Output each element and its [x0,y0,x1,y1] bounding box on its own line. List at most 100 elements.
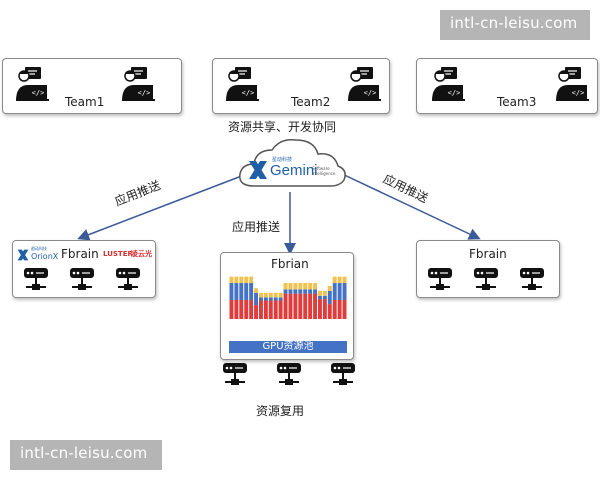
gpu-bar-segment [254,288,258,293]
orionx-text: OrionX [31,252,59,261]
watermark-bottom: intl-cn-leisu.com [10,440,162,470]
bottom-caption: 资源复用 [256,404,305,418]
svg-text:</>: </> [448,89,461,97]
cloud-caption: 资源共享、开发协同 [228,120,337,134]
gpu-bar-segment [229,283,234,300]
cluster-right-title: Fbrain [469,247,507,261]
gpu-bar-segment [342,299,347,319]
gpu-bar-segment [322,295,327,300]
gpu-bar-segment [293,293,298,319]
team3-label: Team3 [497,95,537,109]
gpu-bar-segment [332,299,337,319]
luster-logo: LUSTER [103,250,133,258]
server-icon [519,267,545,293]
arrow-left [77,171,253,241]
gemini-logo-x-icon [248,160,268,180]
gpu-bar-segment [293,289,298,294]
gpu-bar-segment [327,285,332,291]
developer-icon: </> [431,65,467,103]
gpu-bar-segment [234,276,239,284]
orionx-logo-icon [17,249,29,261]
cloud-shape [236,134,348,194]
developer-icon: </> [347,65,383,103]
gpu-bar-segment [273,297,278,301]
server-icon [222,362,248,388]
gpu-bar-segment [254,305,258,319]
gpu-bar-segment [234,299,239,319]
gpu-bar-segment [259,297,263,301]
gpu-bar-segment [308,293,313,319]
gpu-bar-segment [288,293,293,319]
server-icon [23,267,49,293]
gpu-bar-segment [303,283,308,290]
svg-text:</>: </> [364,89,377,97]
gpu-bar-segment [303,293,308,319]
gemini-small-cn: 星动科技 [272,157,293,163]
gpu-bar-segment [322,299,327,319]
gemini-logo-text: Gemini [270,162,318,179]
gpu-bar-segment [244,283,249,300]
server-icon [69,267,95,293]
server-icon [115,267,141,293]
team2-label: Team2 [291,95,331,109]
gpu-bar-segment [332,276,337,284]
gpu-bar-segment [283,283,288,290]
gpu-bar-segment [342,283,347,300]
gpu-bar-segment [318,290,322,296]
developer-icon: </> [555,65,591,103]
server-icon [473,267,499,293]
gemini-small-en: Software Intelligence [312,166,336,176]
gpu-bars-group [229,276,347,319]
team1-box: </> </> Team1 [2,58,182,114]
gpu-bar-segment [337,299,342,319]
gpu-bar-segment [283,289,288,294]
gpu-bar-segment [332,283,337,300]
gpu-bar-segment [283,293,288,319]
gpu-bar-segment [259,300,263,319]
gpu-bar-segment [313,283,317,290]
gpu-bar-segment [239,276,244,284]
gpu-bar-segment [263,292,268,298]
gpu-bar-segment [298,293,303,319]
gpu-bar-segment [239,299,244,319]
gpu-bar-segment [278,297,283,301]
gpu-bar-segment [308,289,313,294]
cluster-middle-box: Fbrian GPU资源池 [220,252,354,360]
gpu-bar-segment [244,276,249,284]
team2-box: </> </> Team2 [212,58,390,114]
watermark-top: intl-cn-leisu.com [440,10,590,40]
gpu-bar-segment [268,297,273,301]
developer-icon: </> [225,65,261,103]
gpu-bar-segment [318,295,322,300]
arrow-right [337,171,481,240]
gpu-bar-segment [249,276,254,284]
gpu-bar-segment [298,283,303,290]
svg-text:</>: </> [572,89,585,97]
gpu-bar-segment [337,283,342,300]
gpu-bar-segment [259,292,263,298]
gpu-bar-segment [273,300,278,319]
gpu-bar-segment [229,299,234,319]
gpu-bar-segment [342,276,347,284]
gpu-bar-segment [303,289,308,294]
cluster-left-box: 趋动科技 OrionX Fbrain LUSTER 凌云光 [12,240,156,298]
gpu-bar-segment [263,300,268,319]
team3-box: </> </> Team3 [416,58,598,114]
gpu-bar-segment [263,297,268,301]
cluster-right-box: Fbrain [416,240,560,298]
gpu-bar-segment [234,283,239,300]
gpu-bar-segment [249,283,254,300]
push-label-middle: 应用推送 [232,220,281,234]
gpu-bar-segment [288,283,293,290]
gpu-bar-segment [278,300,283,319]
team1-label: Team1 [65,95,105,109]
gpu-pool-label: GPU资源池 [229,341,347,353]
gpu-bar-segment [239,283,244,300]
gpu-bar-segment [249,299,254,319]
gpu-bar-segment [322,290,327,296]
gpu-bar-segment [327,290,332,305]
gpu-utilization-bars [229,273,347,323]
svg-text:</>: </> [138,89,151,97]
gpu-bar-segment [298,289,303,294]
luster-logo-cn: 凌云光 [131,250,152,258]
